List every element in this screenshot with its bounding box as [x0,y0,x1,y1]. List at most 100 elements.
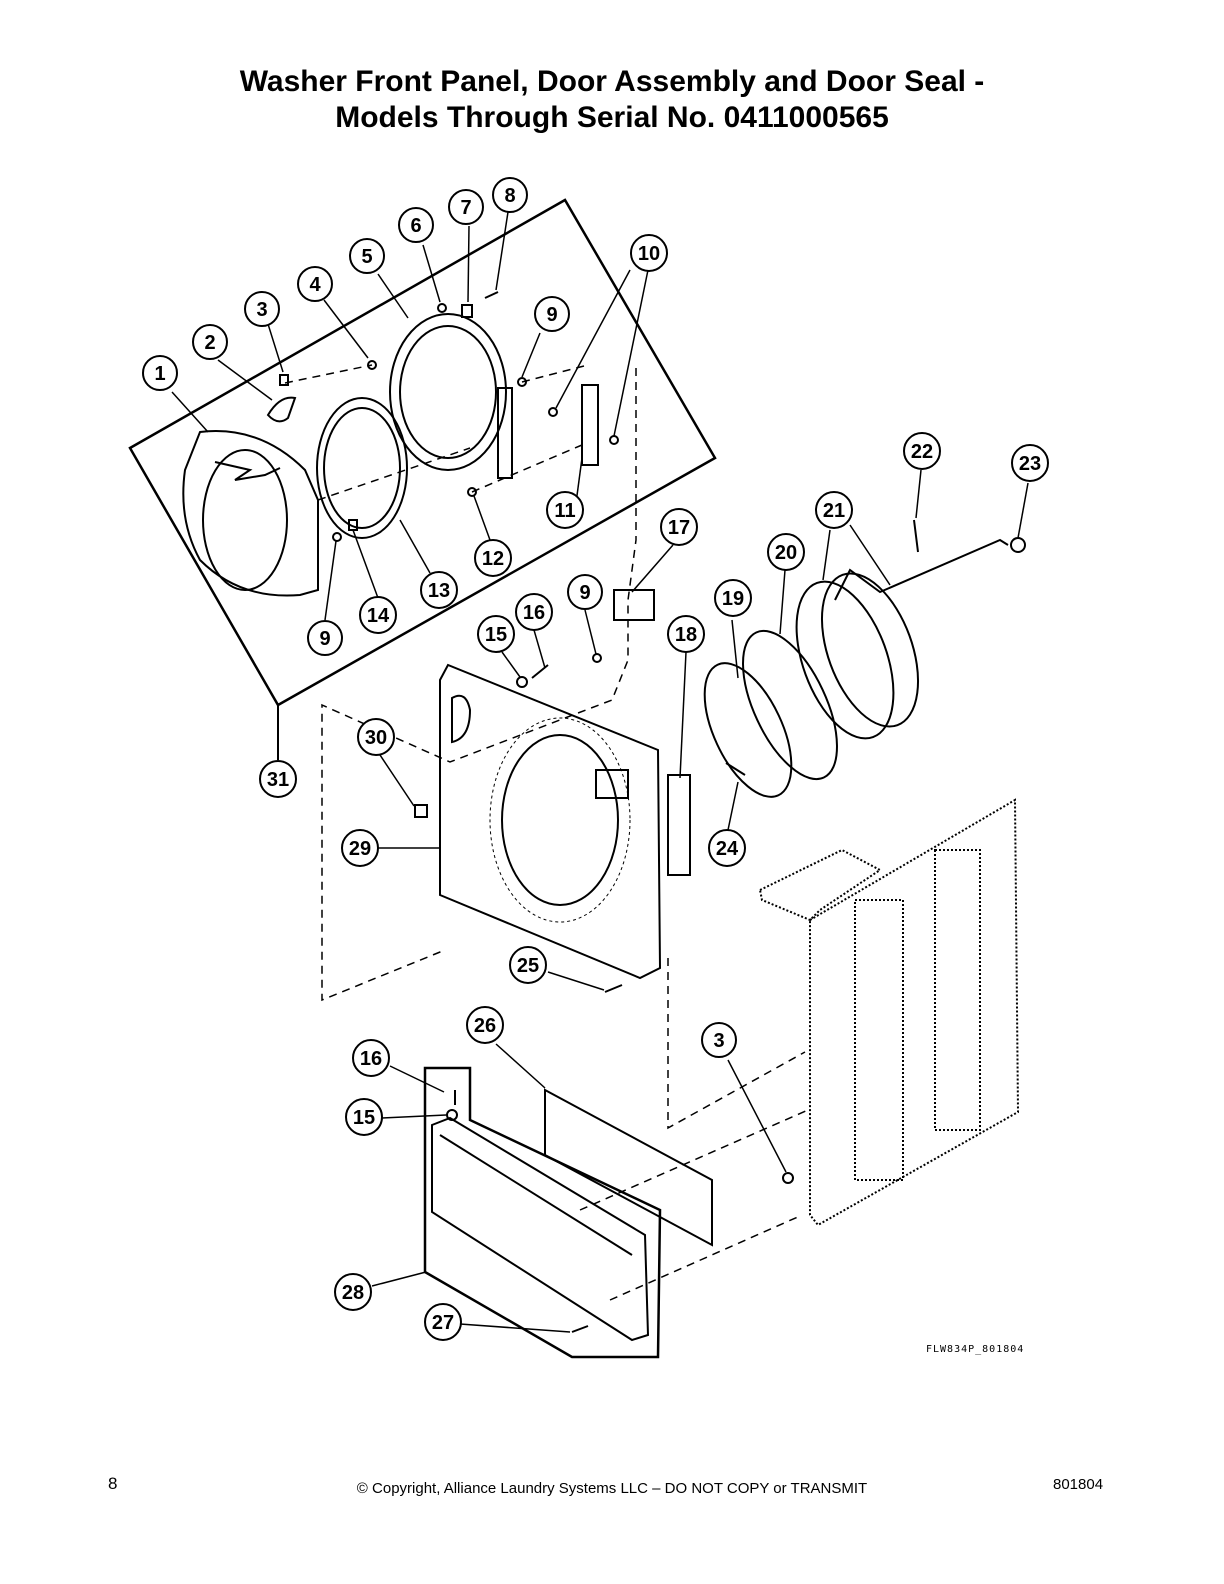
callout-31: 31 [259,760,297,798]
callout-2: 2 [192,324,228,360]
callout-17: 17 [660,508,698,546]
door-glass [316,397,408,539]
callout-3-lower: 3 [701,1022,737,1058]
callout-23: 23 [1011,444,1049,482]
callout-12: 12 [474,539,512,577]
hose-clamp-23 [1010,537,1026,553]
screw-9c [592,653,602,663]
lower-front-panel [431,1116,650,1342]
clamp-19 [703,662,793,798]
screw-25 [604,984,623,993]
callout-19: 19 [714,579,752,617]
svg-text:6: 6 [410,215,421,237]
svg-text:9: 9 [579,582,590,604]
svg-text:21: 21 [823,500,845,522]
callout-5: 5 [349,238,385,274]
insulation-pad [544,1088,713,1247]
lower-panel-group-outline [423,1066,662,1359]
callout-7: 7 [448,189,484,225]
svg-text:16: 16 [360,1048,382,1070]
svg-text:12: 12 [482,548,504,570]
nut-15a [516,676,528,688]
svg-text:7: 7 [460,197,471,219]
callout-13: 13 [420,571,458,609]
callout-24: 24 [708,829,746,867]
callout-1: 1 [142,355,178,391]
screw-9a [517,377,527,387]
clamp-20 [742,629,838,781]
callout-29: 29 [341,829,379,867]
svg-text:2: 2 [204,332,215,354]
callout-10: 10 [630,234,668,272]
page-title-line-1: Washer Front Panel, Door Assembly and Do… [239,65,985,98]
svg-text:10: 10 [638,243,660,265]
screw-8 [484,291,499,299]
callout-16-lower: 16 [352,1039,390,1077]
svg-text:28: 28 [342,1282,364,1304]
svg-text:15: 15 [485,624,507,646]
door-hinge [581,384,599,466]
callout-8: 8 [492,177,528,213]
callout-9-left: 9 [307,620,343,656]
svg-text:23: 23 [1019,453,1041,475]
screw-10a [548,407,558,417]
callout-22: 22 [903,432,941,470]
screw-4 [367,360,377,370]
callout-20: 20 [767,533,805,571]
svg-text:1: 1 [154,363,165,385]
page-title-line-2: Models Through Serial No. 0411000565 [335,101,889,134]
svg-text:3: 3 [256,299,267,321]
callout-18: 18 [667,615,705,653]
svg-text:19: 19 [722,588,744,610]
svg-text:27: 27 [432,1312,454,1334]
callout-9-mid: 9 [567,574,603,610]
svg-text:26: 26 [474,1015,496,1037]
door-outer-ring [182,430,319,597]
copyright-notice: © Copyright, Alliance Laundry Systems LL… [356,1480,868,1497]
svg-text:11: 11 [554,500,575,522]
screw-9b [332,532,342,542]
nut-12 [467,487,477,497]
svg-text:31: 31 [267,769,289,791]
callout-3: 3 [244,291,280,327]
door-lock [613,589,655,621]
svg-text:30: 30 [365,727,387,749]
svg-text:13: 13 [428,580,450,602]
svg-text:22: 22 [911,441,933,463]
svg-text:20: 20 [775,542,797,564]
clip-30 [414,804,428,818]
callout-6: 6 [398,207,434,243]
callout-9-upper: 9 [534,296,570,332]
screw-16a [531,664,549,679]
page-number: 8 [108,1474,118,1493]
svg-text:15: 15 [353,1107,375,1129]
washer-cabinet [758,798,1020,1227]
callout-4: 4 [297,266,333,302]
callout-14: 14 [359,596,397,634]
callout-15-lower: 15 [345,1098,383,1136]
spring-24 [725,762,746,776]
latch-7 [461,304,473,318]
svg-text:24: 24 [716,838,739,860]
door-handle [266,396,297,423]
svg-text:17: 17 [668,517,690,539]
door-seal [795,572,920,740]
callout-16-upper: 16 [515,593,553,631]
svg-text:9: 9 [546,304,557,326]
screw-10b [609,435,619,445]
svg-text:9: 9 [319,628,330,650]
panel-bracket [667,774,691,876]
svg-text:5: 5 [361,246,372,268]
nut-15b [446,1109,458,1121]
callout-15-upper: 15 [477,615,515,653]
callout-25: 25 [509,946,547,984]
inner-door-frame [389,313,507,471]
front-panel [439,663,662,980]
svg-text:8: 8 [504,185,515,207]
callout-11: 11 [546,491,584,529]
clip [279,374,289,386]
callout-21: 21 [815,491,853,529]
seal-hose [834,538,1009,601]
callout-26: 26 [466,1006,504,1044]
